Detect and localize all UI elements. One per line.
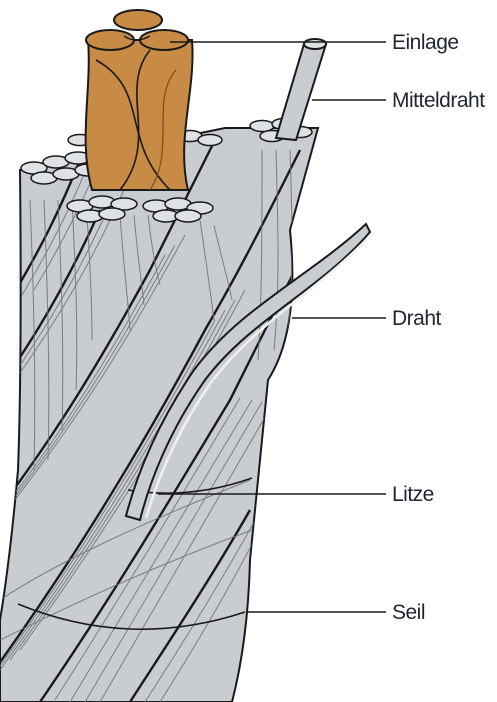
center-wire [276, 39, 326, 140]
label-draht: Draht [392, 307, 442, 330]
label-litze: Litze [392, 483, 434, 506]
label-einlage: Einlage [392, 31, 459, 54]
part-labels: Einlage Mitteldraht Draht Litze Seil [392, 31, 485, 624]
label-mitteldraht: Mitteldraht [392, 89, 485, 112]
label-seil: Seil [392, 601, 425, 624]
rope-core [86, 10, 193, 190]
